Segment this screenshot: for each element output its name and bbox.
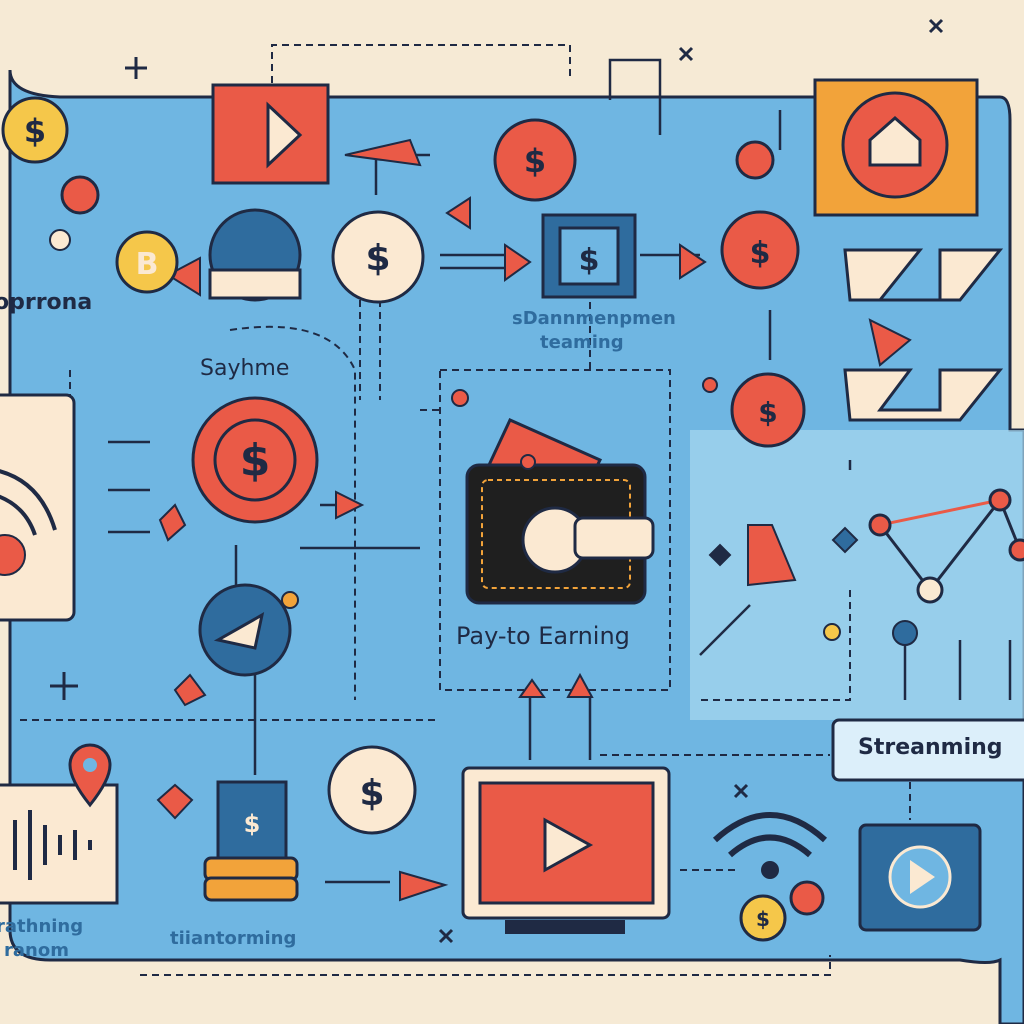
waveform-icon [0, 783, 119, 905]
dollar-symbol: $ [579, 243, 600, 278]
bottom-left-label: rathning [0, 916, 84, 937]
arrowheads [156, 138, 912, 902]
play-icon [211, 83, 330, 185]
dollar-symbol: $ [365, 238, 390, 279]
right-light-panel [690, 430, 1024, 720]
coin-icon [720, 210, 800, 290]
phone-icon [0, 393, 76, 622]
plus-markers [50, 18, 944, 944]
bottom-mid-label: tiiantorming [170, 928, 297, 949]
dollar-symbol: $ [524, 142, 546, 180]
monitor-icon [461, 766, 671, 934]
coin-icon [331, 210, 425, 304]
coin-icon [213, 418, 297, 502]
coin-icon [730, 372, 806, 448]
rocket-icon [198, 583, 292, 677]
coin-icon [789, 880, 825, 916]
center-top-label: sDannmenpmen [512, 308, 676, 329]
bottom-left-sublabel: ranom [4, 940, 69, 961]
coin-icons [1, 96, 825, 942]
coin-icon [115, 230, 179, 294]
home-icon [813, 78, 979, 217]
dollar-symbol: $ [750, 236, 771, 271]
wallet-icon [465, 418, 655, 605]
dollar-symbol: $ [758, 396, 777, 429]
streaming-play-icon [858, 823, 982, 932]
coin-icon [1, 96, 69, 164]
coin-icon [327, 745, 417, 835]
dollar-symbol: $ [359, 773, 384, 814]
streaming-box [831, 718, 1024, 782]
coin-icon [735, 140, 775, 180]
coin-icon [493, 118, 577, 202]
top-left-label: oprrona [0, 290, 93, 315]
dollar-signs: $ $ $ $ $ $ $ $ B [24, 112, 778, 931]
coin-icon [60, 175, 100, 215]
dollar-symbol: $ [756, 907, 770, 931]
left-panel-title: Sayhme [200, 356, 290, 381]
dollar-symbol: $ [240, 435, 271, 486]
arch-icon [208, 208, 302, 302]
coin-icon [739, 894, 787, 942]
wallet-caption: Pay-to Earning [456, 622, 630, 650]
streaming-label: Streanming [858, 735, 1003, 760]
location-pin-icon [68, 743, 112, 808]
dollar-symbol: $ [244, 810, 261, 838]
wifi-icon [712, 812, 828, 879]
network-graph-icon [868, 488, 1024, 604]
zigzag-icons [843, 248, 1004, 422]
decorative-marks [49, 229, 918, 707]
center-top-sublabel: teaming [540, 332, 624, 353]
bitcoin-symbol: B [136, 247, 159, 282]
coin-stack-icon [203, 780, 299, 902]
dollar-box-icon [541, 213, 637, 299]
dollar-symbol: $ [24, 112, 46, 150]
